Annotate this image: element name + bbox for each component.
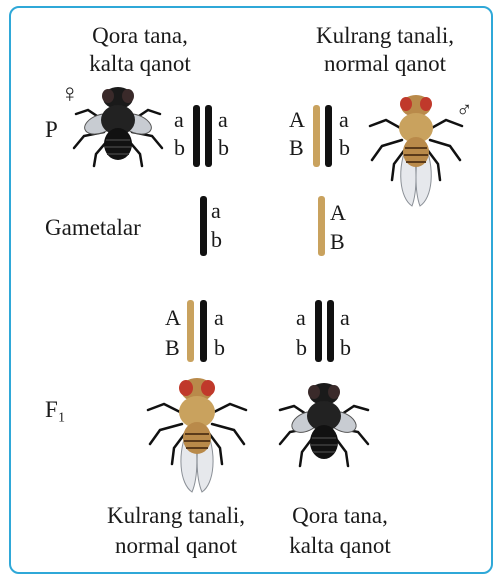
male-gamete-top-allele: A [330,201,346,225]
male-gamete-bottom-allele: B [330,230,345,254]
f1-black-fly-image [274,376,374,471]
female-phenotype-line1: Qora tana, [92,22,188,50]
female-chrom-right-bottom-allele: b [218,136,229,160]
f1-black-chrom-right-bottom-allele: b [340,336,351,360]
f1-black-chromosome-left [315,300,322,362]
gametes-label: Gametalar [45,214,141,242]
female-chromosome-right [205,105,212,167]
female-gamete-chromosome [200,196,207,256]
f1-grey-fly-image [142,372,252,497]
male-grey-fly-image [366,90,466,210]
female-gamete-top-allele: a [211,199,221,223]
male-chromosome-right [325,105,332,167]
male-gamete-chromosome [318,196,325,256]
f1-black-chromosome-right [327,300,334,362]
male-chrom-left-top-allele: A [289,108,305,132]
f1-grey-chrom-right-bottom-allele: b [214,336,225,360]
f1-grey-phenotype-line2: normal qanot [115,532,237,560]
male-phenotype-line1: Kulrang tanali, [316,22,454,50]
male-chrom-left-bottom-allele: B [289,136,304,160]
female-chrom-right-top-allele: a [218,108,228,132]
f1-grey-chrom-left-top-allele: A [165,306,181,330]
f1-black-chrom-left-top-allele: a [296,306,306,330]
parental-generation-label: P [45,116,58,144]
male-symbol: ♂ [456,96,473,124]
f1-grey-chromosome-right [200,300,207,362]
f1-grey-chrom-right-top-allele: a [214,306,224,330]
male-chrom-right-top-allele: a [339,108,349,132]
male-phenotype-line2: normal qanot [324,50,446,78]
f1-black-phenotype-line1: Qora tana, [292,502,388,530]
f1-black-phenotype-line2: kalta qanot [289,532,391,560]
f1-black-chrom-right-top-allele: a [340,306,350,330]
f1-grey-chrom-left-bottom-allele: B [165,336,180,360]
f1-grey-phenotype-line1: Kulrang tanali, [107,502,245,530]
male-chrom-right-bottom-allele: b [339,136,350,160]
female-chromosome-left [193,105,200,167]
female-chrom-left-top-allele: a [174,108,184,132]
female-chrom-left-bottom-allele: b [174,136,185,160]
male-chromosome-left [313,105,320,167]
female-black-fly-image [68,80,168,170]
female-phenotype-line2: kalta qanot [89,50,191,78]
female-gamete-bottom-allele: b [211,228,222,252]
f1-generation-label: F₁ [45,396,66,424]
f1-grey-chromosome-left [187,300,194,362]
f1-black-chrom-left-bottom-allele: b [296,336,307,360]
